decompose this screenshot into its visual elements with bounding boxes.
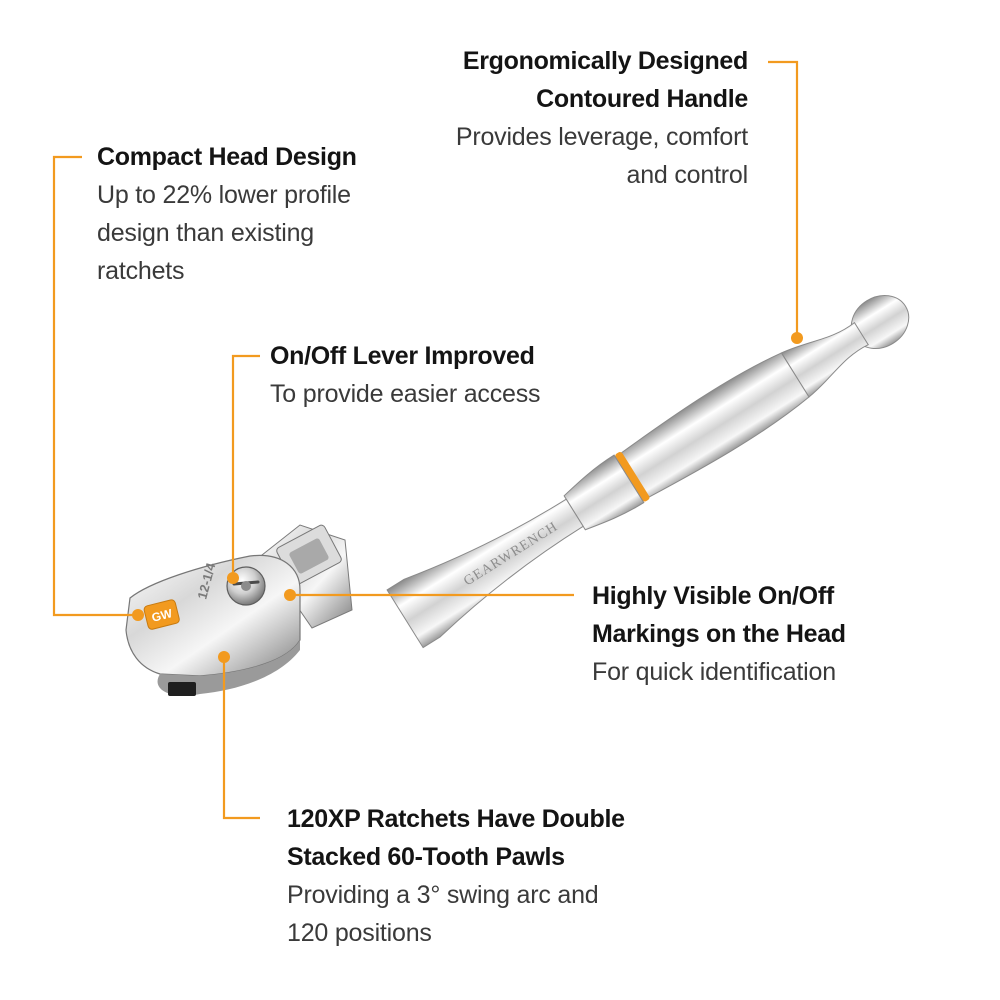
callout-head-desc-line-3: ratchets bbox=[97, 257, 185, 285]
leader-head bbox=[52, 155, 138, 617]
callout-lever-desc: To provide easier access bbox=[270, 380, 541, 408]
leader-pawls bbox=[222, 657, 260, 820]
callout-head-desc-line-1: Up to 22% lower profile bbox=[97, 181, 351, 209]
callout-head-desc-line-2: design than existing bbox=[97, 219, 314, 247]
drive-square bbox=[168, 682, 196, 696]
callout-pawls-title-line-2: Stacked 60-Tooth Pawls bbox=[287, 843, 565, 871]
callout-handle-title-line-2: Contoured Handle bbox=[536, 85, 748, 113]
ratchet-head: GW 12-1/4 bbox=[125, 554, 301, 696]
callout-handle: Ergonomically Designed Contoured Handle … bbox=[456, 42, 748, 194]
leader-lever bbox=[231, 354, 260, 578]
handle-collar bbox=[563, 454, 645, 531]
leader-handle bbox=[768, 60, 799, 338]
callout-head-title: Compact Head Design bbox=[97, 143, 357, 171]
callout-markings-title-line-1: Highly Visible On/Off bbox=[592, 582, 834, 610]
callout-head: Compact Head Design Up to 22% lower prof… bbox=[97, 138, 357, 290]
leader-lines bbox=[52, 60, 799, 820]
handle-grip bbox=[619, 352, 810, 499]
callout-handle-desc-line-1: Provides leverage, comfort bbox=[455, 123, 748, 151]
handle-orange-band bbox=[615, 452, 650, 502]
callout-pawls: 120XP Ratchets Have Double Stacked 60-To… bbox=[287, 800, 625, 952]
callout-handle-title-line-1: Ergonomically Designed bbox=[462, 47, 748, 75]
callout-lever: On/Off Lever Improved To provide easier … bbox=[270, 337, 541, 413]
callout-handle-desc-line-2: and control bbox=[626, 161, 749, 189]
ratchet-shaft bbox=[386, 498, 584, 649]
callout-pawls-desc-line-2: 120 positions bbox=[287, 919, 432, 947]
callout-pawls-title-line-1: 120XP Ratchets Have Double bbox=[287, 805, 625, 833]
callout-markings: Highly Visible On/Off Markings on the He… bbox=[592, 577, 846, 691]
callout-markings-title-line-2: Markings on the Head bbox=[592, 620, 846, 648]
callout-lever-title: On/Off Lever Improved bbox=[270, 342, 535, 370]
svg-text:GW: GW bbox=[150, 606, 174, 625]
callout-markings-desc: For quick identification bbox=[592, 658, 836, 686]
callout-pawls-desc-line-1: Providing a 3° swing arc and bbox=[287, 881, 599, 909]
head-logo: GW bbox=[143, 599, 180, 630]
leader-dots bbox=[132, 332, 803, 663]
